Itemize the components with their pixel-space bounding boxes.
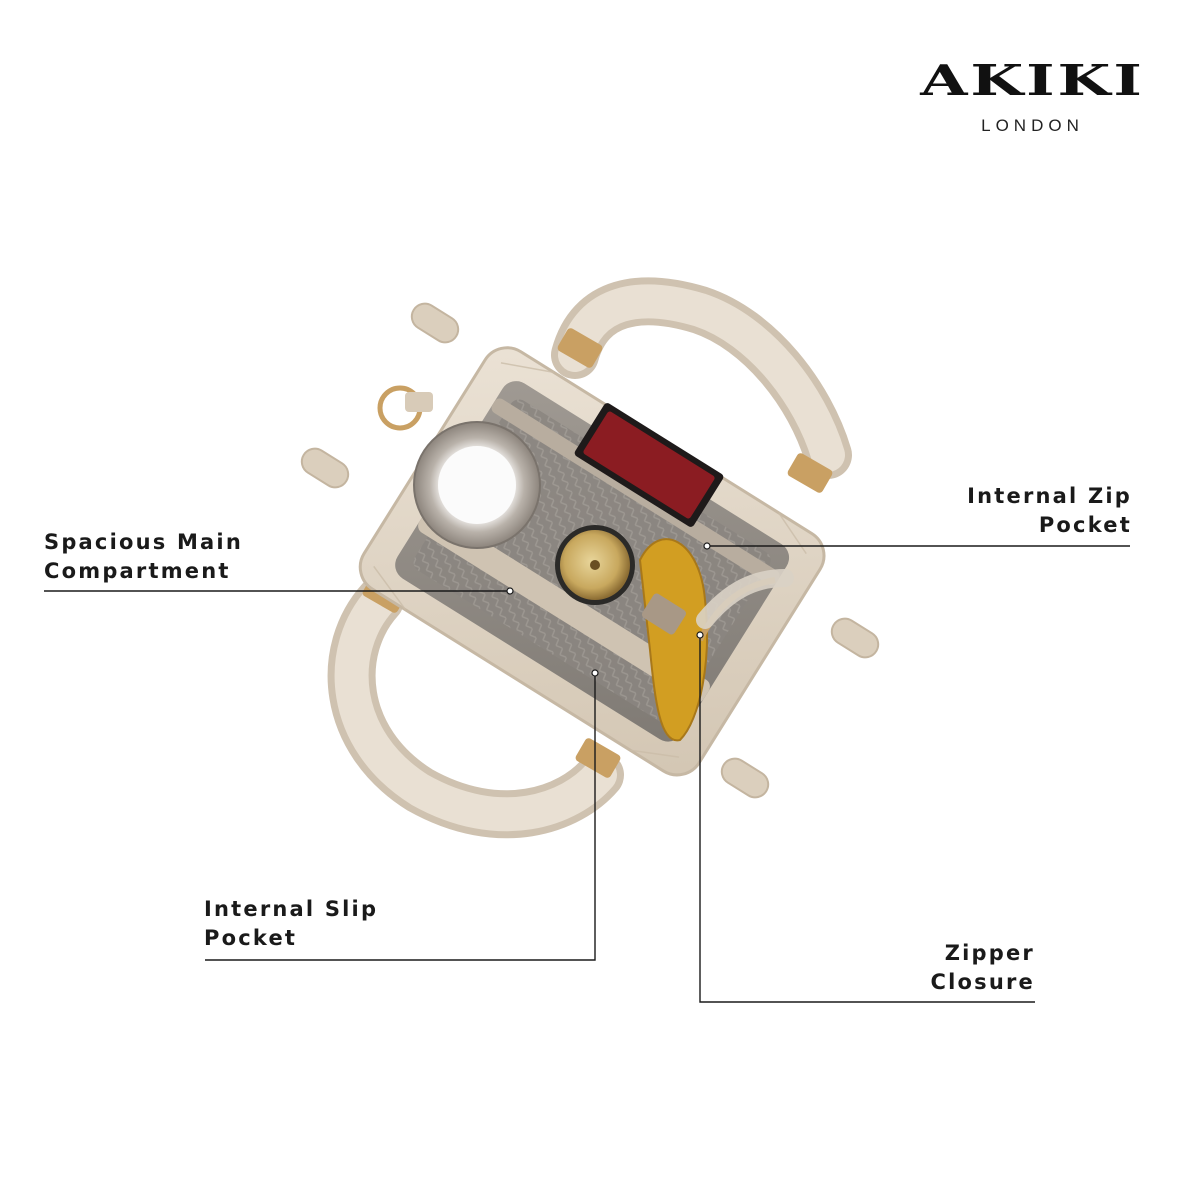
d-ring [377,385,433,431]
callout-line: Internal Slip [204,897,379,921]
brand-city: LONDON [981,116,1084,135]
glass-jar [413,421,541,549]
callout-main-compartment: Spacious Main Compartment [44,528,243,586]
zipper-pull [641,569,794,642]
callout-leaders [44,542,1130,1003]
callout-internal-slip-pocket: Internal Slip Pocket [204,895,378,953]
top-handle [551,277,852,493]
callout-line: Spacious Main [44,530,243,554]
corner-tabs [300,302,880,799]
brand-wordmark: AKIKI [920,56,1145,105]
callout-line: Closure [930,970,1035,994]
yellow-pouch [638,538,708,742]
brand-logo: AKIKI LONDON [895,60,1170,136]
gold-tin [555,525,635,605]
callout-internal-zip-pocket: Internal Zip Pocket [967,482,1132,540]
red-card [574,403,724,527]
callout-line: Pocket [1038,513,1132,537]
callout-zipper-closure: Zipper Closure [931,939,1036,997]
callout-line: Pocket [204,926,298,950]
callout-line: Zipper [944,941,1035,965]
callout-line: Compartment [44,559,231,583]
callout-line: Internal Zip [967,484,1132,508]
